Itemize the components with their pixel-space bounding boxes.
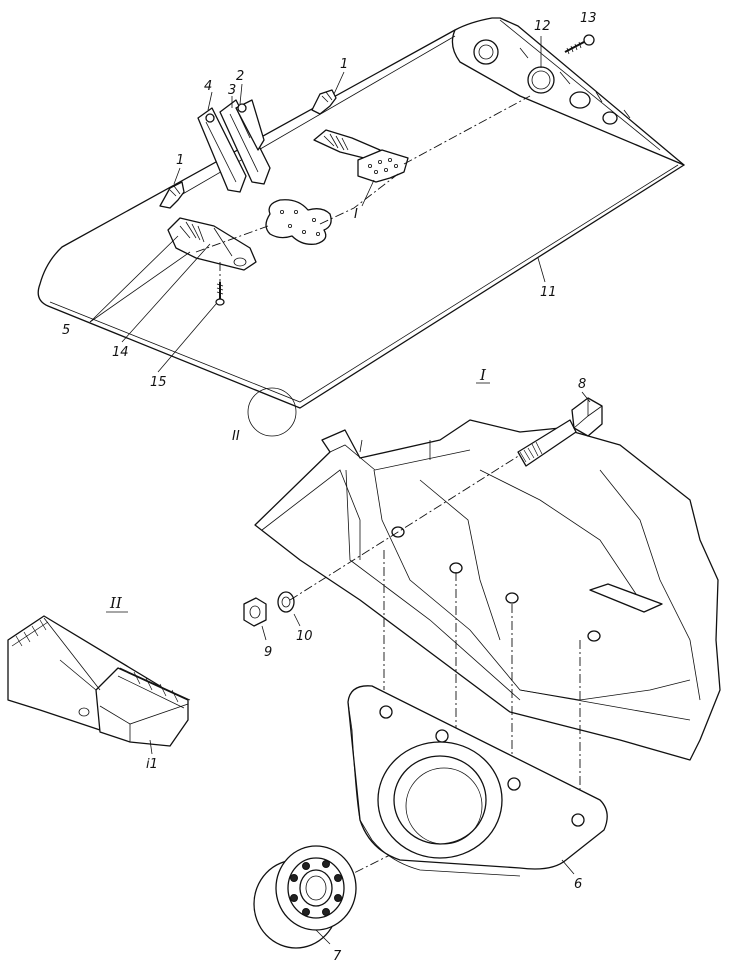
callout-labels: 1 1 2 3 4 5 6 7 8 9 10 11 i1 12 13 14 15… <box>62 11 597 964</box>
panel-assembly <box>37 17 685 437</box>
label-part-3: 3 <box>228 83 236 98</box>
label-part-2: 2 <box>236 69 244 84</box>
label-part-11-detail: i1 <box>146 757 158 772</box>
part-9-nut <box>243 597 267 627</box>
label-part-8: 8 <box>578 377 586 392</box>
label-part-5: 5 <box>62 323 70 338</box>
panel-skin <box>37 17 685 409</box>
doubler-plate-middle <box>265 199 332 245</box>
detail-II-block <box>95 667 189 747</box>
detail-II-circle <box>247 387 297 437</box>
rib-structure <box>254 419 721 761</box>
label-part-4: 4 <box>204 79 212 94</box>
label-part-11: 11 <box>540 285 557 300</box>
label-part-12: 12 <box>534 19 551 34</box>
label-part-14: 14 <box>112 345 129 360</box>
label-part-7: 7 <box>333 949 342 964</box>
label-part-1: 1 <box>340 57 348 72</box>
label-part-9: 9 <box>264 645 272 660</box>
part-1-bracket-left <box>159 181 185 209</box>
part-6-bracket <box>347 685 608 877</box>
label-part-15: 15 <box>150 375 167 390</box>
label-view-II-ref: II <box>232 429 240 444</box>
label-part-13: 13 <box>580 11 597 26</box>
label-part-6: 6 <box>574 877 582 892</box>
part-8-bolt <box>517 397 603 467</box>
part-14-fitting <box>167 217 257 271</box>
part-4-hinge-arm <box>197 107 247 193</box>
part-7-bearing <box>253 845 357 949</box>
part-1-bracket-right <box>311 89 337 115</box>
label-part-1: 1 <box>176 153 184 168</box>
part-13-screw <box>564 34 595 55</box>
view-I-title: I <box>479 366 487 384</box>
fitting-I-upper <box>313 129 409 183</box>
part-10-washer <box>277 591 295 613</box>
view-II-title: II <box>109 594 123 612</box>
tip-rib <box>451 29 685 166</box>
label-part-10: 10 <box>296 629 313 644</box>
view-II-detail <box>7 615 191 755</box>
part-15-screw <box>215 282 225 306</box>
view-I-assembly <box>243 391 721 949</box>
part-2-hinge-arm <box>235 99 265 151</box>
label-view-I-ref: I <box>354 207 358 222</box>
